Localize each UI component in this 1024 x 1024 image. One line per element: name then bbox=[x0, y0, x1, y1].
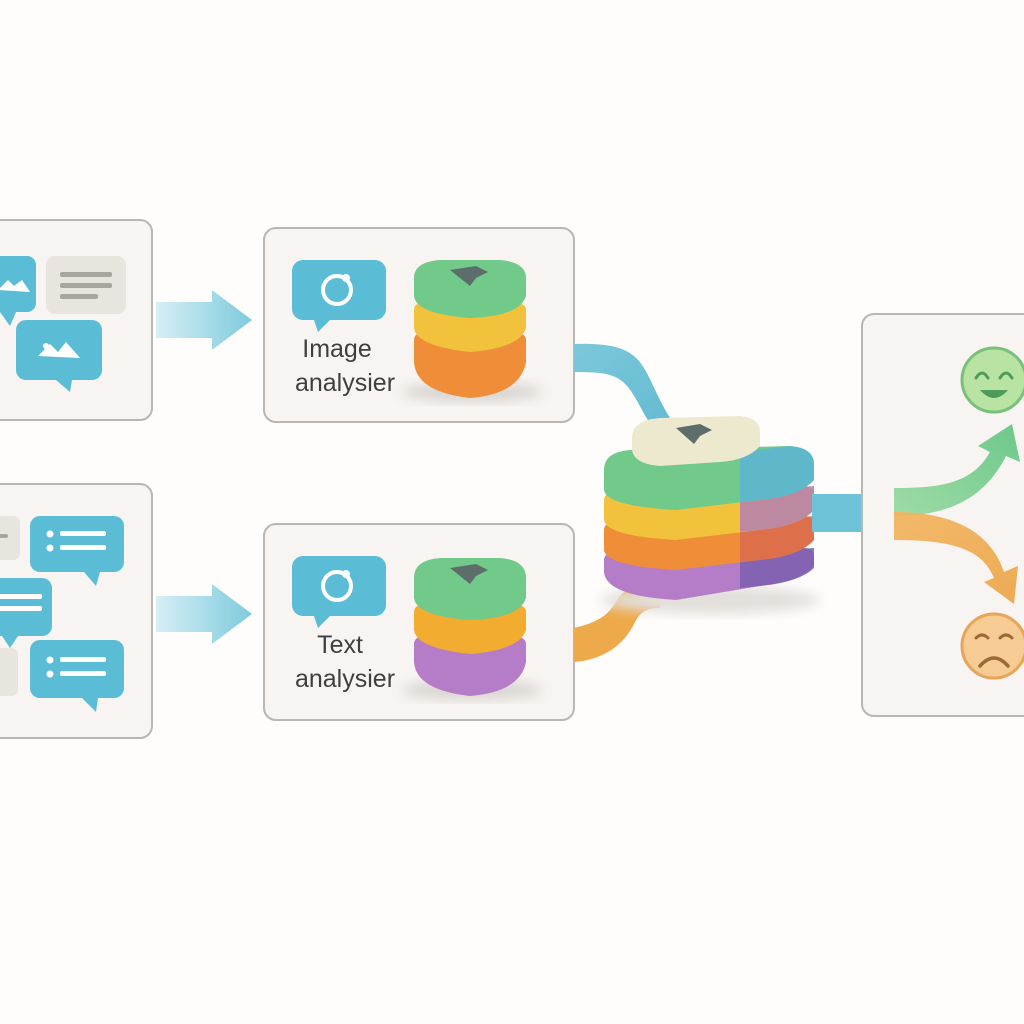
list-message-icon bbox=[0, 578, 52, 648]
negative-sentiment-arrow bbox=[894, 512, 1018, 604]
chat-bubble-icon bbox=[292, 260, 386, 332]
fusion-layer-stack bbox=[600, 416, 820, 614]
list-message-icon bbox=[0, 648, 18, 696]
image-message-icon bbox=[0, 256, 36, 326]
list-message-icon bbox=[30, 516, 124, 586]
positive-sentiment-arrow bbox=[894, 424, 1020, 516]
sad-face-icon bbox=[960, 612, 1024, 680]
image-analyser-label-line2: analysier bbox=[294, 369, 396, 397]
image-input-panel bbox=[0, 219, 153, 421]
image-analyser-panel bbox=[263, 227, 575, 423]
list-message-icon bbox=[0, 516, 20, 560]
chat-bubble-icon bbox=[292, 556, 386, 628]
image-analyser-label-line1: Image bbox=[302, 335, 372, 363]
text-input-panel bbox=[0, 483, 153, 739]
layer-stack-icon bbox=[402, 260, 542, 402]
image-input-arrow bbox=[156, 290, 252, 350]
text-analyser-label-line2: analysier bbox=[294, 665, 396, 693]
text-message-icon bbox=[46, 256, 126, 314]
image-message-icon bbox=[16, 320, 102, 392]
happy-face-icon bbox=[960, 346, 1024, 414]
text-analyser-label-line1: Text bbox=[317, 631, 363, 659]
list-message-icon bbox=[30, 640, 124, 712]
sentiment-output-panel bbox=[861, 313, 1024, 717]
layer-stack-icon bbox=[402, 558, 542, 700]
text-analyser-panel bbox=[263, 523, 575, 721]
text-input-arrow bbox=[156, 584, 252, 644]
